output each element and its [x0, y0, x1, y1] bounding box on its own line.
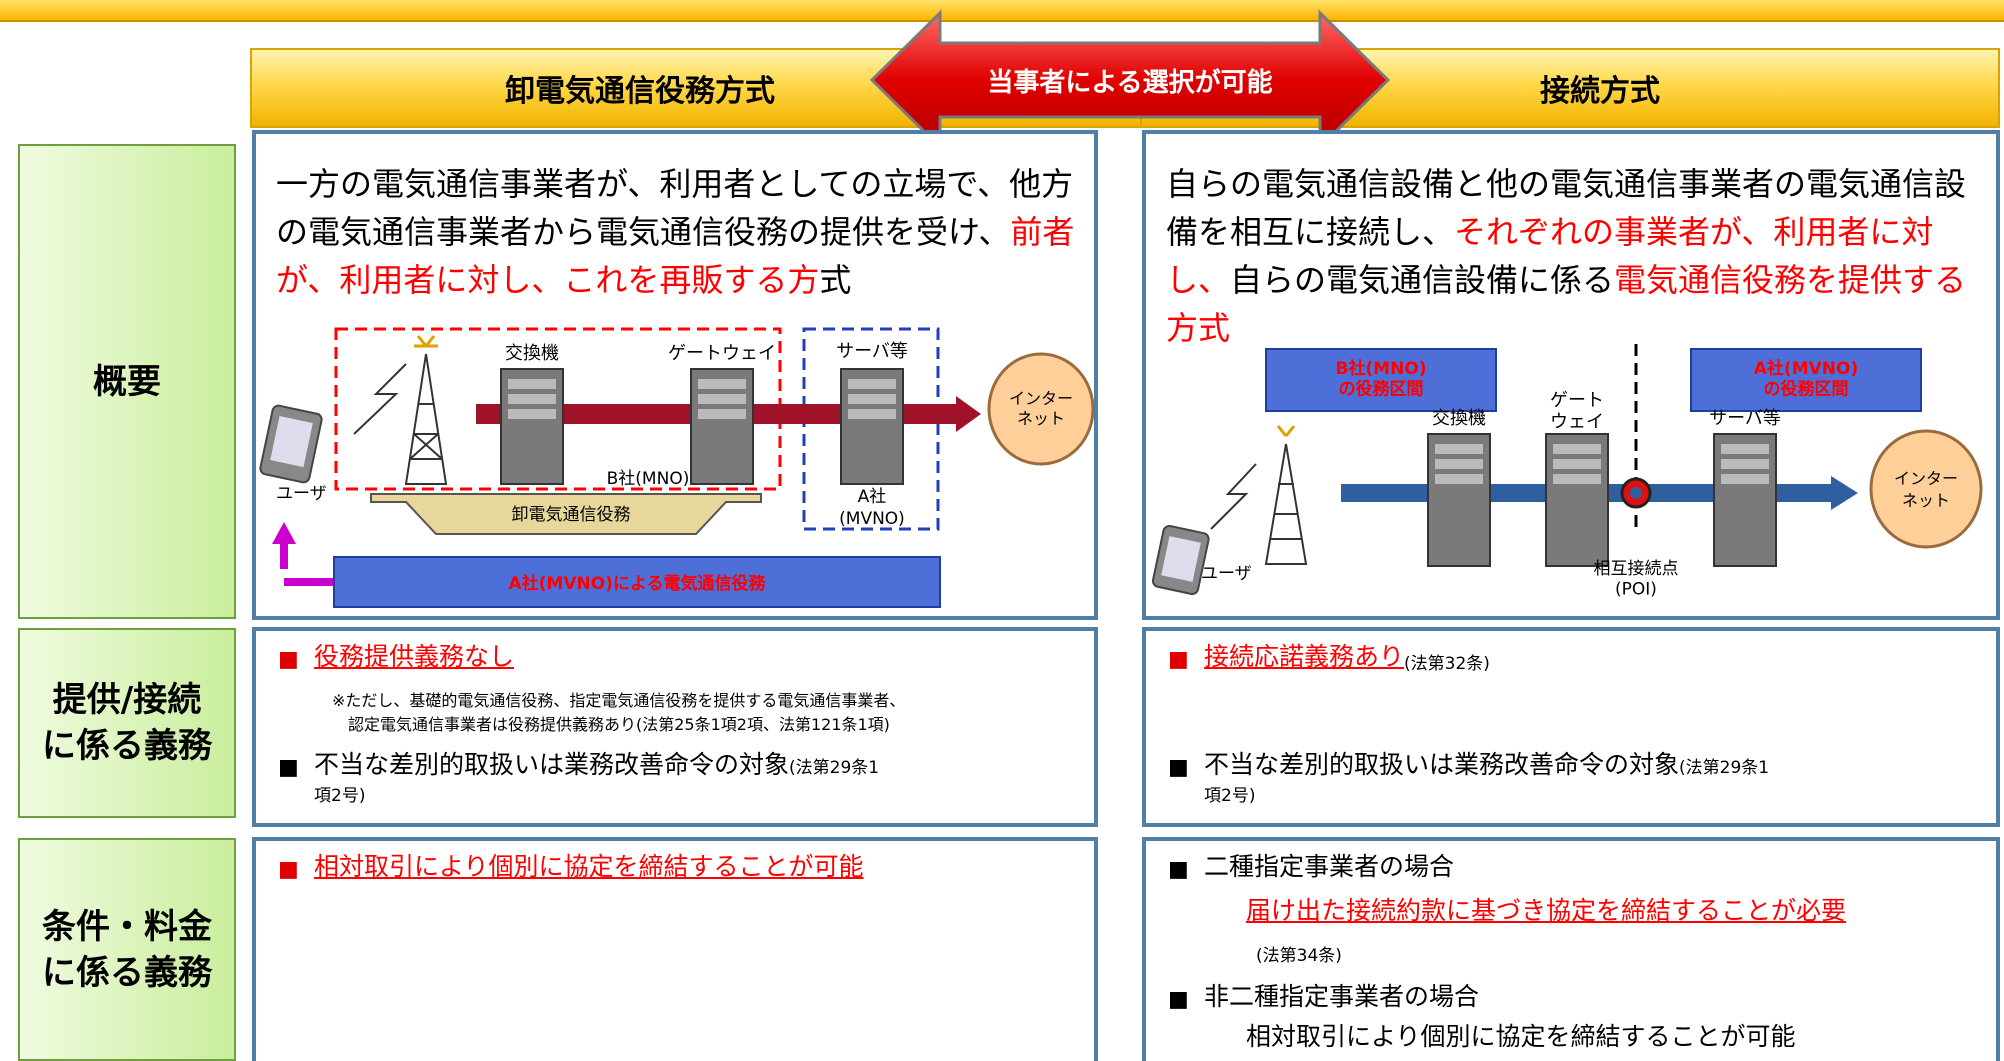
row-label-overview: 概要 [18, 144, 236, 619]
gateway-label: ゲートウェイ [668, 343, 776, 364]
wholesale-label: 卸電気通信役務 [512, 505, 631, 525]
a-service-label: A社(MVNO)による電気通信役務 [509, 573, 767, 594]
terms-wholesale-item-1: ■ 相対取引により個別に協定を締結することが可能 [256, 851, 864, 883]
column-header-wholesale-label: 卸電気通信役務方式 [505, 74, 775, 109]
switch-server-icon [500, 368, 564, 485]
overview-wholesale-panel: 一方の電気通信事業者が、利用者としての立場で、他方の電気通信事業者から電気通信役… [252, 130, 1098, 620]
server-label: サーバ等 [1709, 408, 1781, 429]
provision-interconnection-item-1: ■ 接続応諾義務あり(法第32条) [1146, 641, 1490, 674]
terms-interconnection-item-1-ref: (法第34条) [1256, 946, 1342, 966]
row-label-terms: 条件・料金 に係る義務 [18, 838, 236, 1061]
provision-interconnection-item-2: ■ 不当な差別的取扱いは業務改善命令の対象(法第29条1 項2号) [1146, 749, 1769, 806]
provision-interconnection-panel: ■ 接続応諾義務あり(法第32条) ■ 不当な差別的取扱いは業務改善命令の対象(… [1142, 627, 2000, 827]
provision-wholesale-item-2: ■ 不当な差別的取扱いは業務改善命令の対象(法第29条1 項2号) [256, 749, 879, 806]
terms-interconnection-item-2-detail: 相対取引により個別に協定を締結することが可能 [1246, 1022, 1796, 1051]
switch-server-icon [1427, 433, 1491, 567]
bullet-icon: ■ [278, 647, 299, 672]
user-device-icon [259, 404, 323, 484]
provision-wholesale-panel: ■ 役務提供義務なし ※ただし、基礎的電気通信役務、指定電気通信役務を提供する電… [252, 627, 1098, 827]
bullet-icon: ■ [278, 857, 299, 882]
b-company-label: B社(MNO) [607, 469, 690, 489]
bullet-icon: ■ [1168, 987, 1189, 1012]
switch-label: 交換機 [1432, 408, 1486, 429]
internet-cloud-icon: インター ネット [1869, 429, 1983, 549]
poi-label: 相互接続点(POI) [1594, 559, 1679, 599]
overview-interconnection-panel: 自らの電気通信設備と他の電気通信事業者の電気通信設備を相互に接続し、それぞれの事… [1142, 130, 2000, 620]
choice-arrow-label: 当事者による選択が可能 [987, 67, 1272, 98]
switch-label: 交換機 [505, 343, 559, 364]
provision-wholesale-note: ※ただし、基礎的電気通信役務、指定電気通信役務を提供する電気通信事業者、 認定電… [332, 691, 906, 734]
svg-text:インター: インター [1894, 469, 1958, 488]
svg-text:インター: インター [1009, 389, 1073, 408]
choice-arrow: 当事者による選択が可能 [870, 9, 1390, 151]
gateway-server-icon [1545, 433, 1609, 567]
svg-text:ネット: ネット [1902, 491, 1950, 510]
provision-wholesale-item-1: ■ 役務提供義務なし [256, 641, 514, 673]
a-section-box [1690, 348, 1922, 412]
gateway-label: ゲートウェイ [1550, 390, 1604, 433]
gateway-server-icon [690, 368, 754, 485]
terms-wholesale-panel: ■ 相対取引により個別に協定を締結することが可能 [252, 837, 1098, 1061]
terms-interconnection-panel: ■ 二種指定事業者の場合 届け出た接続約款に基づき協定を締結することが必要 (法… [1142, 837, 2000, 1061]
user-label: ユーザ [276, 484, 327, 504]
wholesale-arrow [370, 493, 762, 535]
internet-cloud-icon: インター ネット [987, 352, 1094, 466]
a-mvno-label: (MVNO) [839, 509, 905, 529]
bullet-icon: ■ [1168, 857, 1189, 882]
overview-wholesale-text: 一方の電気通信事業者が、利用者としての立場で、他方の電気通信事業者から電気通信役… [276, 165, 1075, 299]
overview-interconnection-text: 自らの電気通信設備と他の電気通信事業者の電気通信設備を相互に接続し、それぞれの事… [1166, 165, 1967, 347]
terms-interconnection-item-1-detail: 届け出た接続約款に基づき協定を締結することが必要 [1246, 896, 1847, 925]
terms-interconnection-item-1: ■ 二種指定事業者の場合 [1146, 851, 1454, 883]
cell-tower-icon [1264, 425, 1308, 565]
svg-text:B社(MNO)の役務区間: B社(MNO)の役務区間 [1335, 358, 1426, 399]
cell-tower-icon [404, 335, 448, 485]
svg-text:ネット: ネット [1017, 409, 1065, 428]
row-label-provision: 提供/接続 に係る義務 [18, 628, 236, 818]
server-label: サーバ等 [836, 341, 908, 362]
a-service-bar [333, 556, 941, 608]
poi-marker-icon [1620, 477, 1652, 509]
server-icon [840, 368, 904, 485]
b-section-box [1265, 348, 1497, 412]
column-header-interconnection-label: 接続方式 [1540, 74, 1660, 109]
user-device-icon [1151, 524, 1210, 595]
wholesale-diagram: ユーザ 交換機 ゲートウェイ サーバ等 A社 (MVNO) インター ネット B… [259, 327, 1094, 608]
bullet-icon: ■ [1168, 755, 1189, 780]
bullet-icon: ■ [278, 755, 299, 780]
top-banner-bar [0, 0, 2004, 22]
user-label: ユーザ [1201, 564, 1252, 584]
server-icon [1713, 433, 1777, 567]
svg-text:A社(MVNO)の役務区間: A社(MVNO)の役務区間 [1754, 358, 1858, 399]
bullet-icon: ■ [1168, 647, 1189, 672]
terms-interconnection-item-2: ■ 非二種指定事業者の場合 [1146, 981, 1479, 1013]
interconnection-diagram: B社(MNO)の役務区間 A社(MVNO)の役務区間 ユーザ 交換機 ゲートウェ… [1151, 344, 1983, 599]
a-company-label: A社 [858, 487, 887, 507]
